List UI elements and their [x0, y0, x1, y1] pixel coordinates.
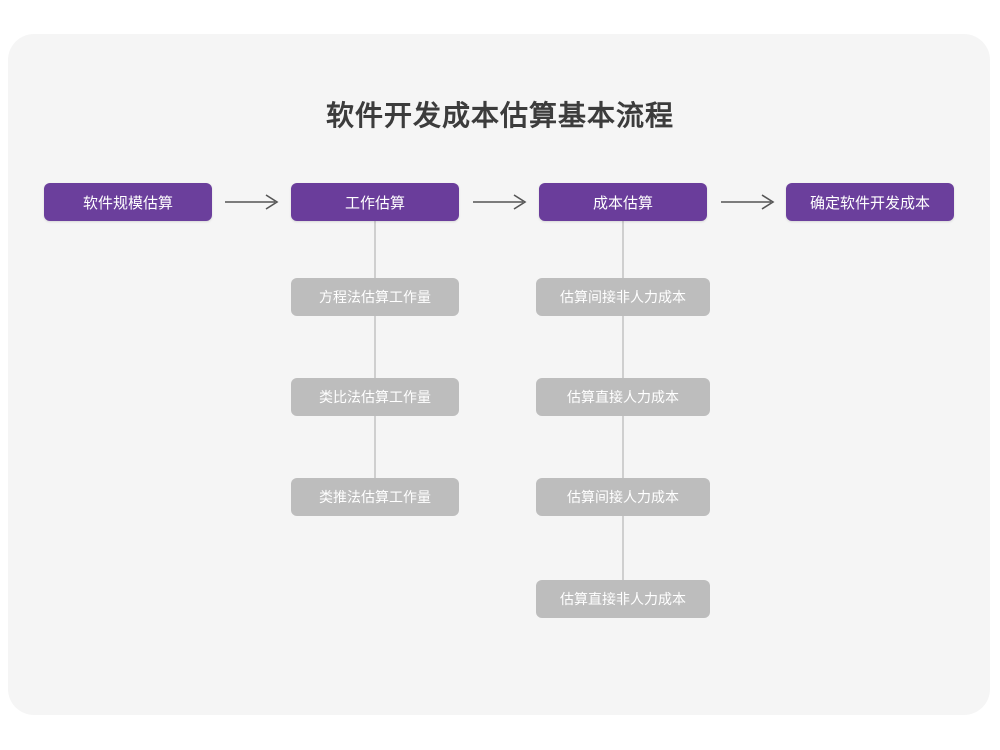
substep-box-direct-non-labor-cost[interactable]: 估算直接非人力成本 — [536, 580, 710, 618]
substep-box-equation-method[interactable]: 方程法估算工作量 — [291, 278, 459, 316]
substep-box-indirect-non-labor-cost[interactable]: 估算间接非人力成本 — [536, 278, 710, 316]
page-title: 软件开发成本估算基本流程 — [325, 100, 674, 131]
stage-box-determine-development-cost[interactable]: 确定软件开发成本 — [786, 183, 954, 221]
stage-box-work-estimation[interactable]: 工作估算 — [291, 183, 459, 221]
arrow-right-icon-stage1-stage2 — [225, 194, 281, 210]
stage-box-software-scale-estimation[interactable]: 软件规模估算 — [44, 183, 212, 221]
substep-box-inference-method[interactable]: 类推法估算工作量 — [291, 478, 459, 516]
stage-box-cost-estimation[interactable]: 成本估算 — [539, 183, 707, 221]
substep-box-direct-labor-cost[interactable]: 估算直接人力成本 — [536, 378, 710, 416]
substep-box-analogy-method[interactable]: 类比法估算工作量 — [291, 378, 459, 416]
substep-box-indirect-labor-cost[interactable]: 估算间接人力成本 — [536, 478, 710, 516]
arrow-right-icon-stage3-stage4 — [721, 194, 777, 210]
diagram-card-background — [8, 34, 990, 715]
connector-line-work-estimation — [374, 220, 376, 500]
arrow-right-icon-stage2-stage3 — [473, 194, 529, 210]
